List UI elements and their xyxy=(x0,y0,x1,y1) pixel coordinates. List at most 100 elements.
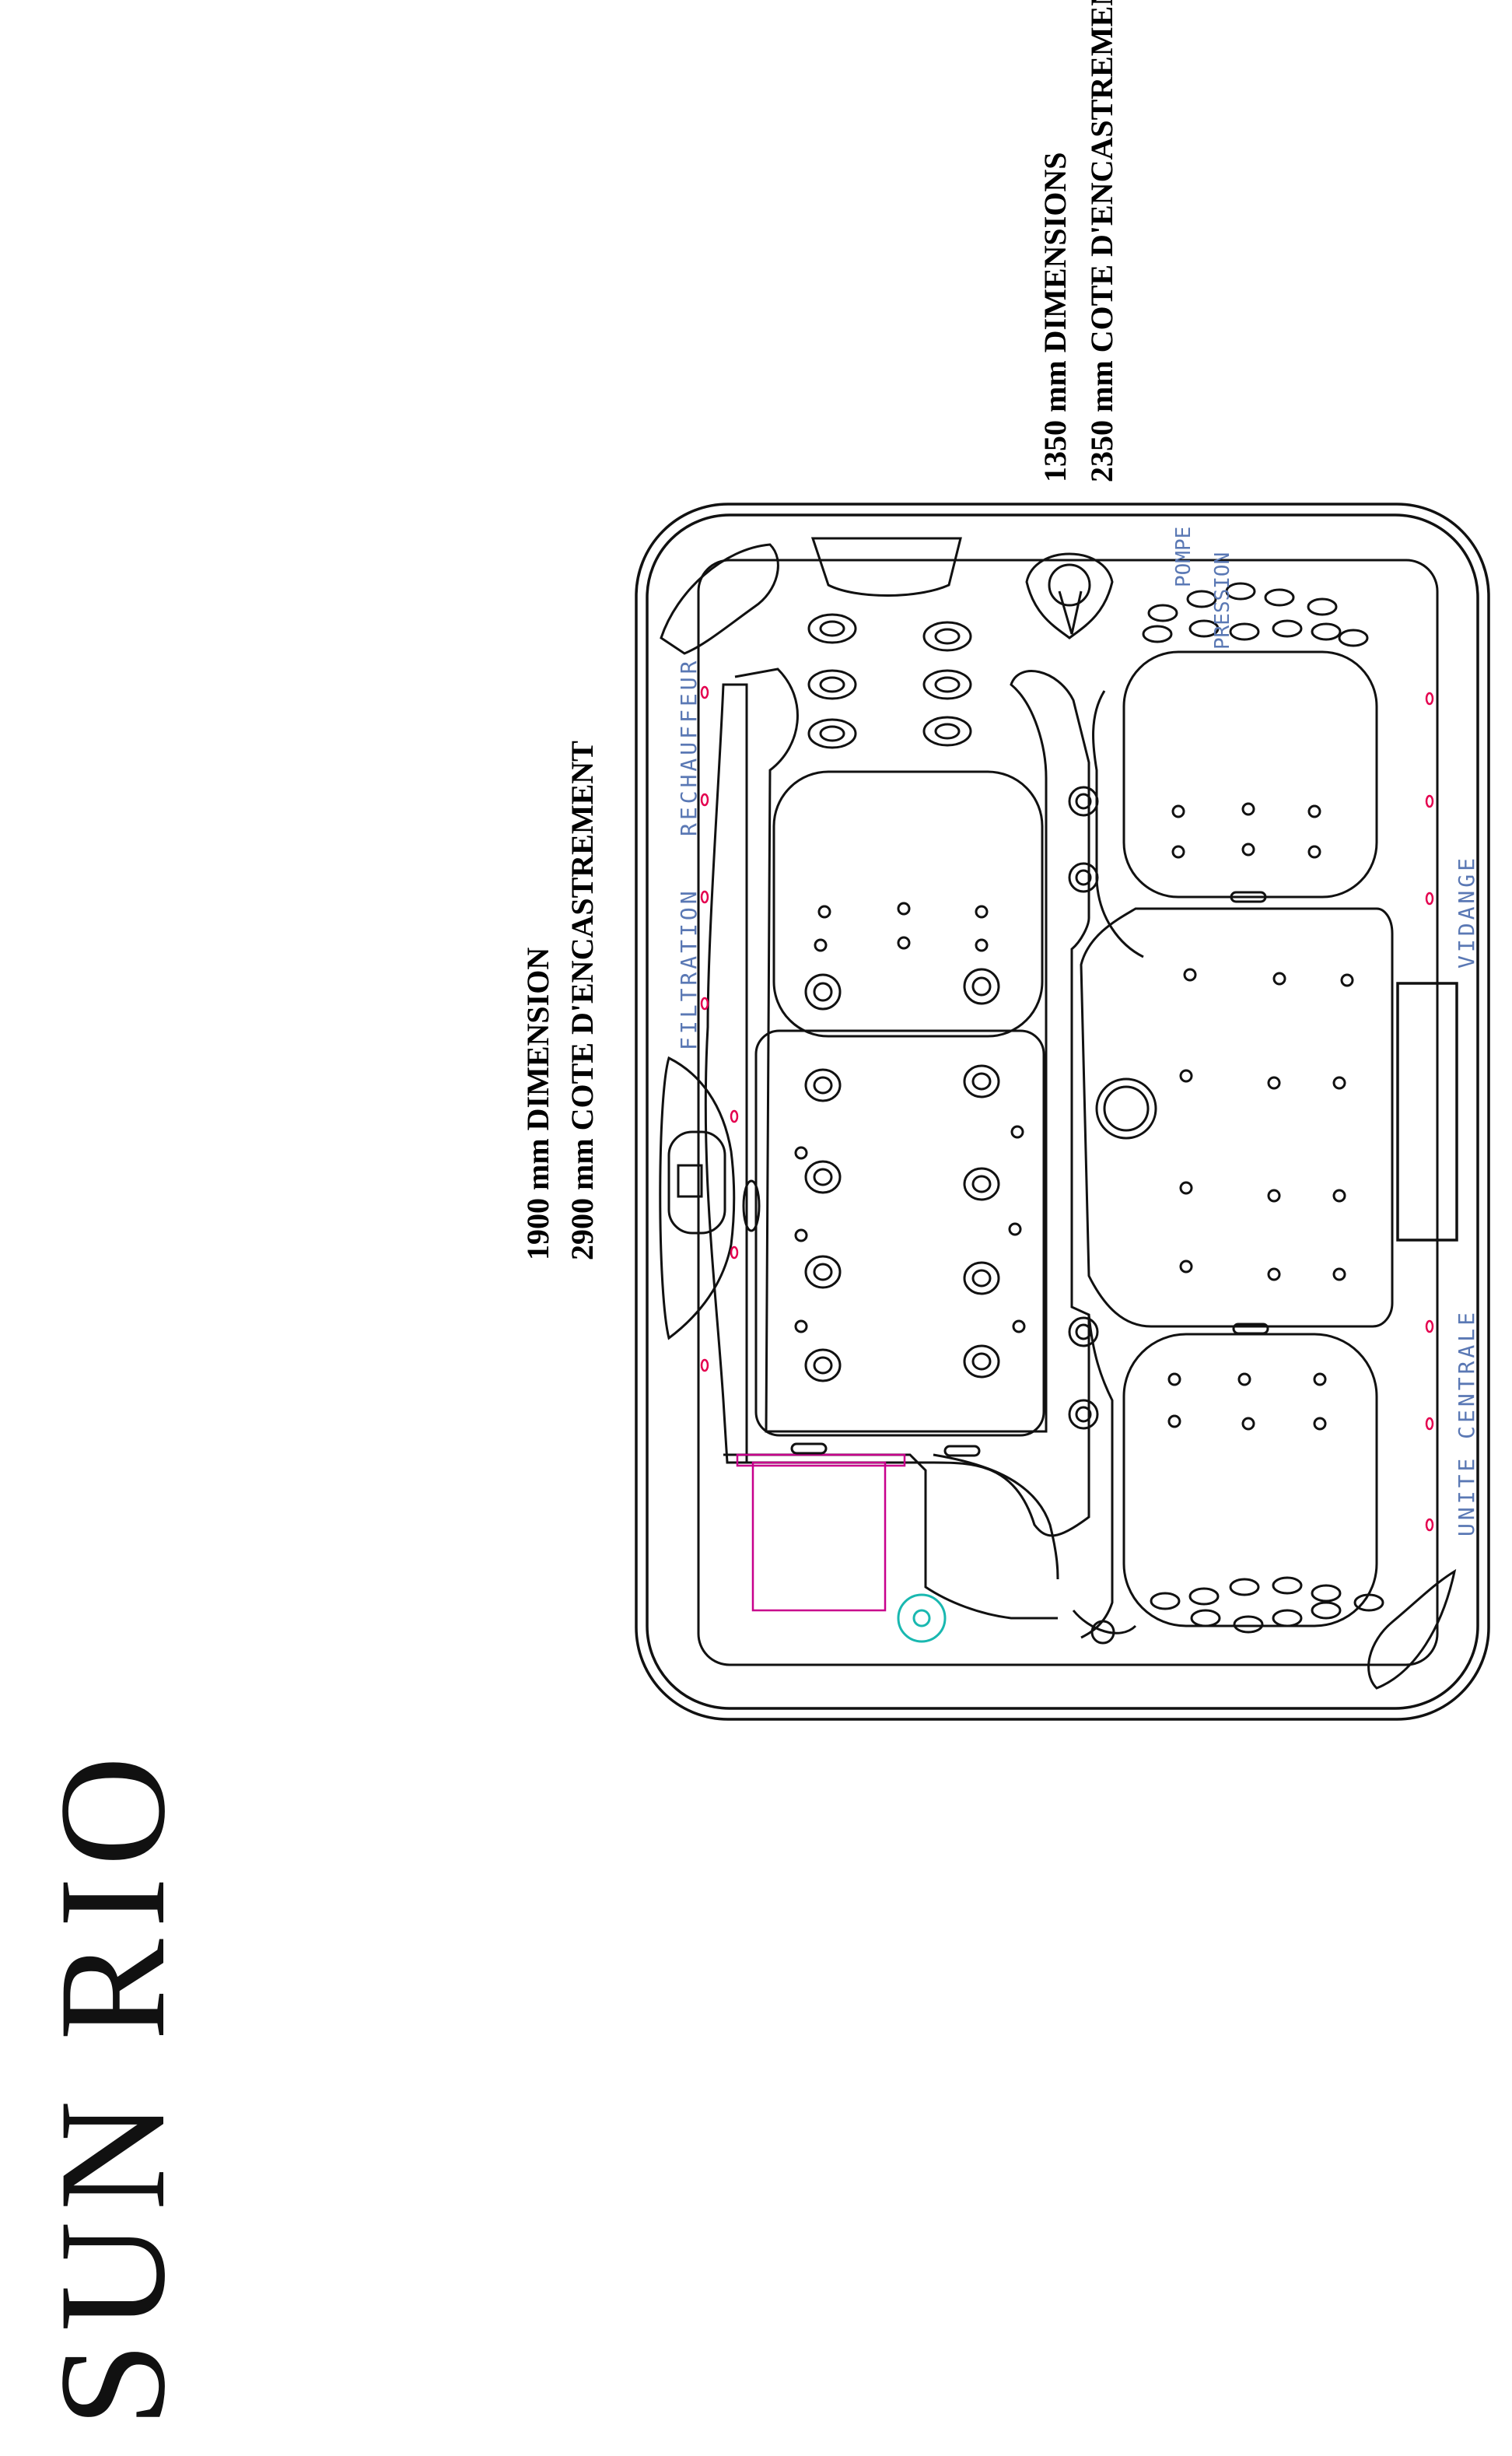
foot-jet xyxy=(1186,590,1217,608)
bench-jet-core xyxy=(813,1263,833,1281)
body-jet xyxy=(804,973,842,1011)
divider-jet-core xyxy=(1075,869,1092,886)
led-light xyxy=(700,793,709,807)
bench-jet xyxy=(963,1064,1000,1098)
central-drain xyxy=(1095,1077,1157,1140)
pression-label: PRESSION xyxy=(1211,552,1234,650)
bench-jet-core xyxy=(813,1168,833,1186)
small-jet xyxy=(897,936,911,950)
skimmer-box xyxy=(1396,982,1458,1242)
foot-jet xyxy=(1272,619,1303,638)
foot-jet xyxy=(1311,1601,1342,1620)
bench-jet xyxy=(804,1348,842,1382)
bench-jet-core xyxy=(971,1175,992,1193)
foot-jet xyxy=(1353,1593,1384,1612)
unite-centrale-label: UNITE CENTRALE xyxy=(1454,1309,1479,1536)
model-title: SUN RIO xyxy=(28,1745,197,2427)
length-recess-dimension: 2900 mm COTE D'ENCASTREMENT xyxy=(565,741,600,1260)
seat-drain xyxy=(1230,891,1267,903)
foot-jet xyxy=(1188,619,1220,638)
top-left-pillow xyxy=(660,543,779,655)
bench-jet-core xyxy=(813,1356,833,1375)
small-jet xyxy=(794,1228,808,1242)
small-jet xyxy=(814,938,828,952)
neck-jet xyxy=(807,613,857,644)
bench-jet-core xyxy=(813,1076,833,1095)
small-jet xyxy=(975,905,989,919)
led-light xyxy=(700,1358,709,1372)
small-jet xyxy=(1340,973,1354,987)
small-jet xyxy=(975,938,989,952)
bench-jet xyxy=(804,1255,842,1289)
bottom-right-pillow xyxy=(1367,1568,1457,1690)
bench-jet xyxy=(963,1261,1000,1295)
led-light xyxy=(700,890,709,904)
foot-jet xyxy=(1264,588,1295,607)
length-dimension: 1900 mm DIMENSION xyxy=(520,948,555,1260)
foot-jet xyxy=(1150,1592,1181,1610)
divider-jet xyxy=(1068,1399,1099,1430)
small-jet xyxy=(1241,843,1255,857)
foot-jet xyxy=(1311,622,1342,641)
led-light xyxy=(1425,1417,1434,1431)
jets xyxy=(700,582,1434,1634)
led-light xyxy=(730,1246,739,1260)
small-jet xyxy=(1010,1125,1024,1139)
pump-nozzle xyxy=(1025,552,1114,639)
body-jet-core xyxy=(813,982,833,1002)
divider-jet xyxy=(1068,862,1099,893)
small-jet xyxy=(1183,968,1197,982)
foot-jet xyxy=(1272,1576,1303,1595)
neck-jet xyxy=(922,621,972,652)
control-panel xyxy=(659,1056,761,1340)
small-jet xyxy=(897,902,911,916)
foot-jet xyxy=(1307,597,1338,616)
small-jet xyxy=(1008,1222,1022,1236)
rechauffeur-label: RECHAUFFEUR xyxy=(676,658,702,836)
spa-shell xyxy=(635,503,1490,1721)
foot-jet xyxy=(1147,604,1178,622)
filtration-label: FILTRATION xyxy=(676,888,702,1050)
divider-jet xyxy=(1068,786,1099,817)
bench-jet xyxy=(963,1344,1000,1379)
divider-jet-core xyxy=(1075,1406,1092,1423)
neck-jet xyxy=(922,669,972,700)
neck-jet-core xyxy=(819,620,845,637)
pompe-label: POMPE xyxy=(1172,527,1195,587)
filter-corner xyxy=(723,1453,1137,1645)
small-jet xyxy=(1241,1417,1255,1431)
body-jet xyxy=(963,968,1000,1005)
foot-jet xyxy=(1190,1609,1221,1627)
right-seating-area xyxy=(1080,650,1394,1639)
bench-jet xyxy=(804,1160,842,1194)
small-jet xyxy=(1179,1181,1193,1195)
small-jet xyxy=(817,905,831,919)
small-jet xyxy=(1241,802,1255,816)
seat-drain xyxy=(790,1442,828,1455)
body-jet-core xyxy=(971,976,992,997)
led-light xyxy=(1425,892,1434,906)
neck-jet-core xyxy=(819,725,845,742)
small-jet xyxy=(1171,804,1185,818)
small-jet xyxy=(1179,1069,1193,1083)
led-light xyxy=(1425,692,1434,706)
neck-jet-core xyxy=(934,628,961,645)
small-jet xyxy=(1167,1414,1181,1428)
bench-jet xyxy=(804,1068,842,1102)
foot-jet xyxy=(1225,582,1256,601)
foot-jet xyxy=(1142,625,1173,643)
bench-jet-core xyxy=(971,1072,992,1091)
small-jet xyxy=(1267,1189,1281,1203)
bench-jet-core xyxy=(971,1269,992,1288)
led-light xyxy=(1425,1319,1434,1333)
seat-drain xyxy=(1232,1323,1269,1335)
filter-cap xyxy=(897,1593,947,1643)
divider-jet xyxy=(1068,1316,1099,1347)
seat-drain xyxy=(943,1445,981,1457)
filter-box xyxy=(751,1461,887,1612)
small-jet xyxy=(1332,1267,1346,1281)
divider-jet-core xyxy=(1075,1323,1092,1340)
neck-jet-core xyxy=(934,676,961,693)
small-jet xyxy=(1012,1319,1026,1333)
